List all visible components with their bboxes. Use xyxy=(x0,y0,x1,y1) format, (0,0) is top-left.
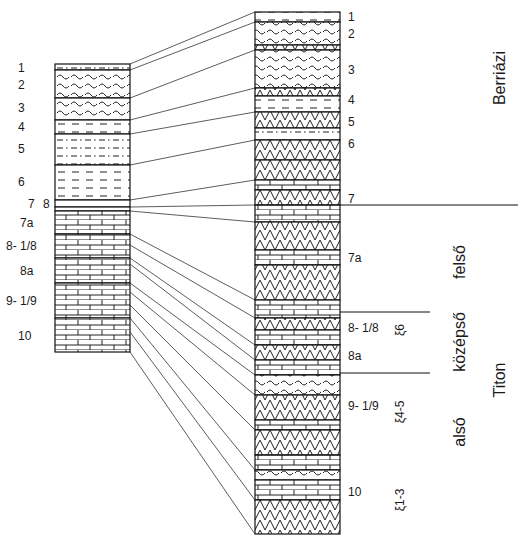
layer-number: 6 xyxy=(18,176,25,188)
zone-label: ξ4-5 xyxy=(394,401,406,424)
layer-number: 7 xyxy=(348,193,355,205)
zone-label: ξ6 xyxy=(394,324,406,336)
stage-label: Berriázi xyxy=(492,51,508,105)
layer-number: 10 xyxy=(18,330,31,342)
layer-number: 4 xyxy=(18,121,25,133)
layer-number: 3 xyxy=(348,64,355,76)
stage-label: alsó xyxy=(452,417,468,446)
layer-number: 1 xyxy=(348,11,355,23)
layer-number: 3 xyxy=(18,102,25,114)
layer-number: 6 xyxy=(348,138,355,150)
layer-number: 7 xyxy=(28,198,35,210)
layer-number: 5 xyxy=(18,143,25,155)
stage-boundaries xyxy=(340,205,518,373)
layer-number: 8 xyxy=(43,198,50,210)
layer-number: 8- 1/8 xyxy=(348,322,379,334)
layer-number: 9- 1/9 xyxy=(6,295,37,307)
layer-number: 4 xyxy=(348,94,355,106)
layer-number: 9- 1/9 xyxy=(348,400,379,412)
layer-number: 2 xyxy=(18,79,25,91)
right-column xyxy=(255,12,340,534)
layer-number: 10 xyxy=(348,486,361,498)
layer-number: 1 xyxy=(18,62,25,74)
layer-number: 2 xyxy=(348,28,355,40)
zone-label: ξ1-3 xyxy=(394,489,406,512)
layer-number: 7a xyxy=(20,217,33,229)
layer-number: 8- 1/8 xyxy=(6,240,37,252)
layer-number: 5 xyxy=(348,116,355,128)
correlation-lines xyxy=(130,12,255,534)
stage-label: Titon xyxy=(492,363,508,398)
stage-label: felső xyxy=(452,245,468,279)
layer-number: 8a xyxy=(20,265,33,277)
layer-number: 7a xyxy=(348,252,361,264)
left-column xyxy=(55,64,130,352)
stage-label: középső xyxy=(452,312,468,372)
layer-number: 8a xyxy=(348,350,361,362)
